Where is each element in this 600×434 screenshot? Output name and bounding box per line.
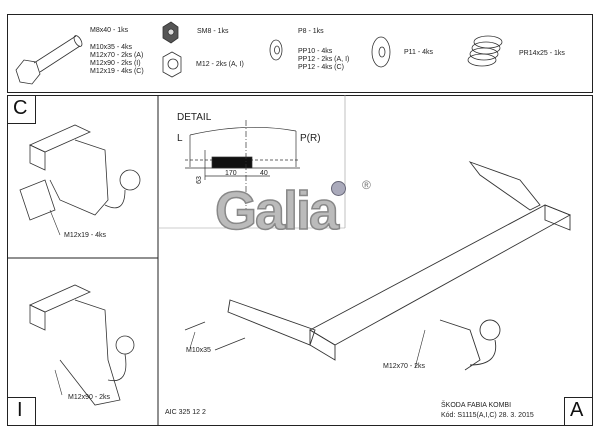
part-label: M12x19 - 4ks (C) (90, 68, 144, 75)
part-label: M12x70 - 2ks (A) (90, 52, 144, 59)
view-label-c: C (13, 97, 28, 119)
callout-c-bolt: M12x19 - 4ks (64, 232, 107, 239)
detail-title: DETAIL (177, 112, 212, 123)
galia-logo: Galia (214, 180, 340, 242)
towbar-view-i (29, 284, 135, 406)
callout-i-bolt: M12x90 - 2ks (68, 394, 111, 401)
callout-a-bolt1: M10x35 (186, 347, 211, 354)
drawing-number: AIC 325 12 2 (165, 409, 206, 416)
spring-icon (467, 35, 503, 67)
vehicle-model: ŠKODA FABIA KOMBI (441, 402, 512, 409)
bolt-icon (15, 35, 83, 85)
part-label: P11 - 4ks (404, 49, 434, 56)
part-label: M12x90 - 2ks (I) (90, 60, 141, 67)
registered-mark: ® (362, 178, 371, 192)
callout-a-bolt2: M12x70 - 2ks (383, 363, 426, 370)
detail-dim-a: 170 (225, 170, 237, 177)
part-label: PP12 - 2ks (A, I) (298, 56, 350, 63)
part-label: M8x40 - 1ks (90, 27, 129, 34)
towbar-view-c (19, 124, 141, 221)
towbar-view-a (184, 161, 572, 371)
nut-icon (162, 21, 182, 78)
view-label-i: I (17, 399, 23, 421)
part-label: PP12 - 4ks (C) (298, 64, 344, 71)
detail-left-label: L (177, 133, 183, 144)
part-label: PP10 - 4ks (298, 48, 333, 55)
view-label-a: A (570, 399, 584, 421)
washer-icon (269, 36, 391, 68)
parts-list-panel (7, 14, 593, 93)
part-label: M10x35 - 4ks (90, 44, 133, 51)
part-label: M12 - 2ks (A, I) (196, 61, 244, 68)
product-code-date: Kód: S1115(A,I,C) 28. 3. 2015 (441, 412, 534, 419)
part-label: PR14x25 - 1ks (519, 50, 565, 57)
detail-dim-b: 40 (260, 170, 268, 177)
detail-sketch (185, 120, 300, 225)
part-label: P8 - 1ks (298, 28, 324, 35)
detail-dim-height: 63 (195, 176, 203, 184)
logo-dot-icon (331, 181, 346, 196)
part-label: SM8 - 1ks (197, 28, 229, 35)
detail-right-label: P(R) (300, 133, 321, 144)
